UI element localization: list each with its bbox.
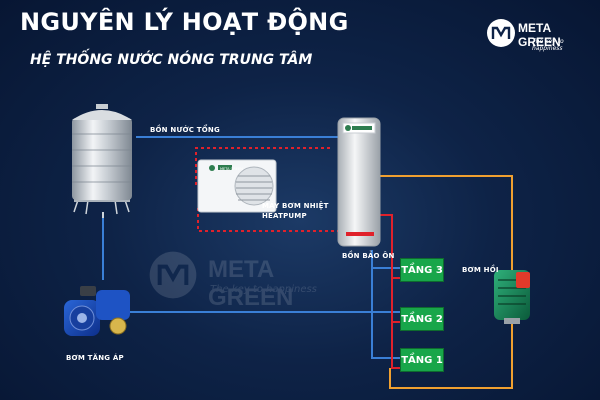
diagram-title: NGUYÊN LÝ HOẠT ĐỘNG <box>20 8 349 36</box>
booster-pump <box>64 286 130 336</box>
brand-logo-icon <box>487 19 515 47</box>
hot-water-pipes <box>380 214 400 369</box>
insulated-tank <box>337 117 381 247</box>
insulated-tank-label: BỒN BẢO ÔN <box>342 252 395 260</box>
storage-tank <box>72 104 132 218</box>
brand-tagline: The key to happiness <box>532 38 564 52</box>
heatpump-brand: META GREEN <box>220 167 243 171</box>
return-pump <box>494 270 530 324</box>
floor-2-box: TẦNG 2 <box>400 307 444 331</box>
floor-3-box: TẦNG 3 <box>400 258 444 282</box>
booster-pump-label: BƠM TĂNG ÁP <box>66 354 124 362</box>
cold-water-pipes <box>102 136 400 359</box>
watermark: META GREEN The key to happiness <box>148 250 318 311</box>
brand-name: META GREEN <box>518 21 561 49</box>
diagram-subtitle: HỆ THỐNG NƯỚC NÓNG TRUNG TÂM <box>30 52 313 68</box>
heatpump-label-line1: MÁY BƠM NHIỆT <box>262 202 329 210</box>
return-pump-label: BƠM HỒI <box>462 266 499 274</box>
heatpump-label-line2: HEATPUMP <box>262 212 307 220</box>
return-pipe <box>380 175 513 389</box>
watermark-icon <box>149 251 197 299</box>
watermark-brand: META GREEN <box>208 256 294 311</box>
heatpump-loop <box>195 147 342 232</box>
brand-logo: META GREEN The key to happiness <box>486 18 596 52</box>
storage-tank-label: BỒN NƯỚC TỔNG <box>150 126 220 134</box>
watermark-tagline: The key to happiness <box>210 284 317 295</box>
floor-1-box: TẦNG 1 <box>400 348 444 372</box>
heatpump-unit <box>197 159 277 213</box>
